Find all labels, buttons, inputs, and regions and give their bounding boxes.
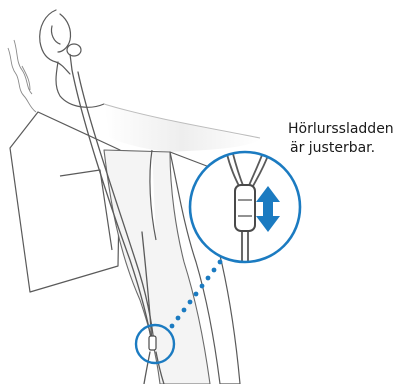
jacket-left [10, 112, 120, 292]
head-outline [40, 10, 104, 107]
cord-cinch-zoomed [235, 185, 255, 231]
earbud [67, 44, 81, 70]
callout-line-2: är justerbar. [288, 139, 394, 158]
zoom-detail [190, 150, 300, 262]
callout-line-1: Hörlurssladden [288, 120, 394, 139]
cord-cinch-small [149, 336, 156, 350]
hair-sketch [8, 40, 36, 112]
callout-label: Hörlurssladden är justerbar. [288, 120, 394, 158]
shoulder [104, 104, 260, 152]
